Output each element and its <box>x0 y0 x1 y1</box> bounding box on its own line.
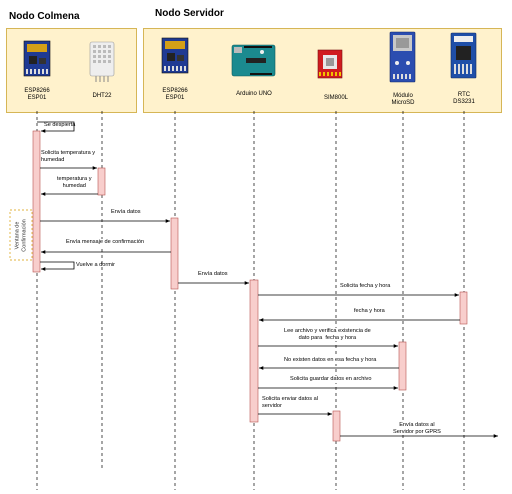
msg-solicita-fecha: Solicita fecha y hora <box>340 283 391 290</box>
activation-bars <box>32 130 468 442</box>
label-esp-colmena: ESP8266 ESP01 <box>24 88 49 102</box>
arrow-vuelve-dormir <box>40 261 75 271</box>
arrow-se-despierta <box>37 121 75 133</box>
msg-no-existen: No existen datos en esa fecha y hora <box>284 357 377 364</box>
esp8266-colmena-board-icon <box>23 40 51 77</box>
esp8266-servidor-board-icon <box>161 37 189 74</box>
activation-microsd <box>398 341 407 391</box>
msg-vuelve-dormir: Vuelve a dormir <box>76 262 115 268</box>
dht22-text: DHT22 <box>92 93 112 99</box>
label-rtc: RTC DS3231 <box>453 92 475 106</box>
msg-solicita-enviar: Solicita enviar datos al servidor <box>262 396 318 409</box>
msg-envia-gprs: Envía datos al Servidor por GPRS <box>393 422 441 435</box>
msg-solicita-guardar: Solicita guardar datos en archivo <box>290 376 372 383</box>
arduino-uno-board-icon <box>231 44 276 77</box>
msg-lee-archivo: Lee archivo y verifica existencia de dat… <box>284 328 371 341</box>
label-dht22: DHT22 <box>92 93 111 100</box>
msg-envia-datos-1: Envía datos <box>111 209 141 216</box>
esp-servidor-text: ESP8266 ESP01 <box>162 88 188 101</box>
microsd-module-icon <box>389 31 416 83</box>
activation-sim800l <box>332 410 341 442</box>
msg-envia-datos-2: Envía datos <box>198 271 228 278</box>
activation-dht22 <box>97 167 106 196</box>
label-esp-servidor: ESP8266 ESP01 <box>162 88 187 102</box>
msg-envia-confirmacion: Envía mensaje de confirmación <box>66 239 145 246</box>
activation-arduino <box>249 279 259 423</box>
esp-colmena-text: ESP8266 ESP01 <box>24 88 50 101</box>
nodo-servidor-title: Nodo Servidor <box>155 8 224 19</box>
label-arduino: Arduino UNO <box>236 91 272 98</box>
msg-temperatura-humedad: temperatura y humedad <box>57 176 92 189</box>
nodo-colmena-title: Nodo Colmena <box>9 11 80 22</box>
rtc-text: RTC DS3231 <box>453 92 475 105</box>
activation-esp-colmena <box>32 130 41 273</box>
confirmation-window-label: Ventana de Confirmación <box>14 219 28 252</box>
message-arrows <box>37 121 498 438</box>
msg-se-despierta: Se despierta <box>44 122 76 128</box>
dht22-sensor-icon <box>89 41 115 82</box>
microsd-text: Módulo MicroSD <box>391 93 415 106</box>
rtc-ds3231-module-icon <box>450 32 477 79</box>
sim800l-module-icon <box>317 49 343 79</box>
activation-esp-servidor <box>170 217 179 290</box>
arduino-text: Arduino UNO <box>236 91 272 97</box>
label-sim800l: SIM800L <box>324 95 348 102</box>
msg-fecha-hora: fecha y hora <box>354 308 385 315</box>
activation-rtc <box>459 291 468 325</box>
label-microsd: Módulo MicroSD <box>391 93 414 107</box>
msg-solicita-temperatura: Solicita temperatura y humedad <box>41 150 96 163</box>
sim800l-text: SIM800L <box>323 95 349 101</box>
